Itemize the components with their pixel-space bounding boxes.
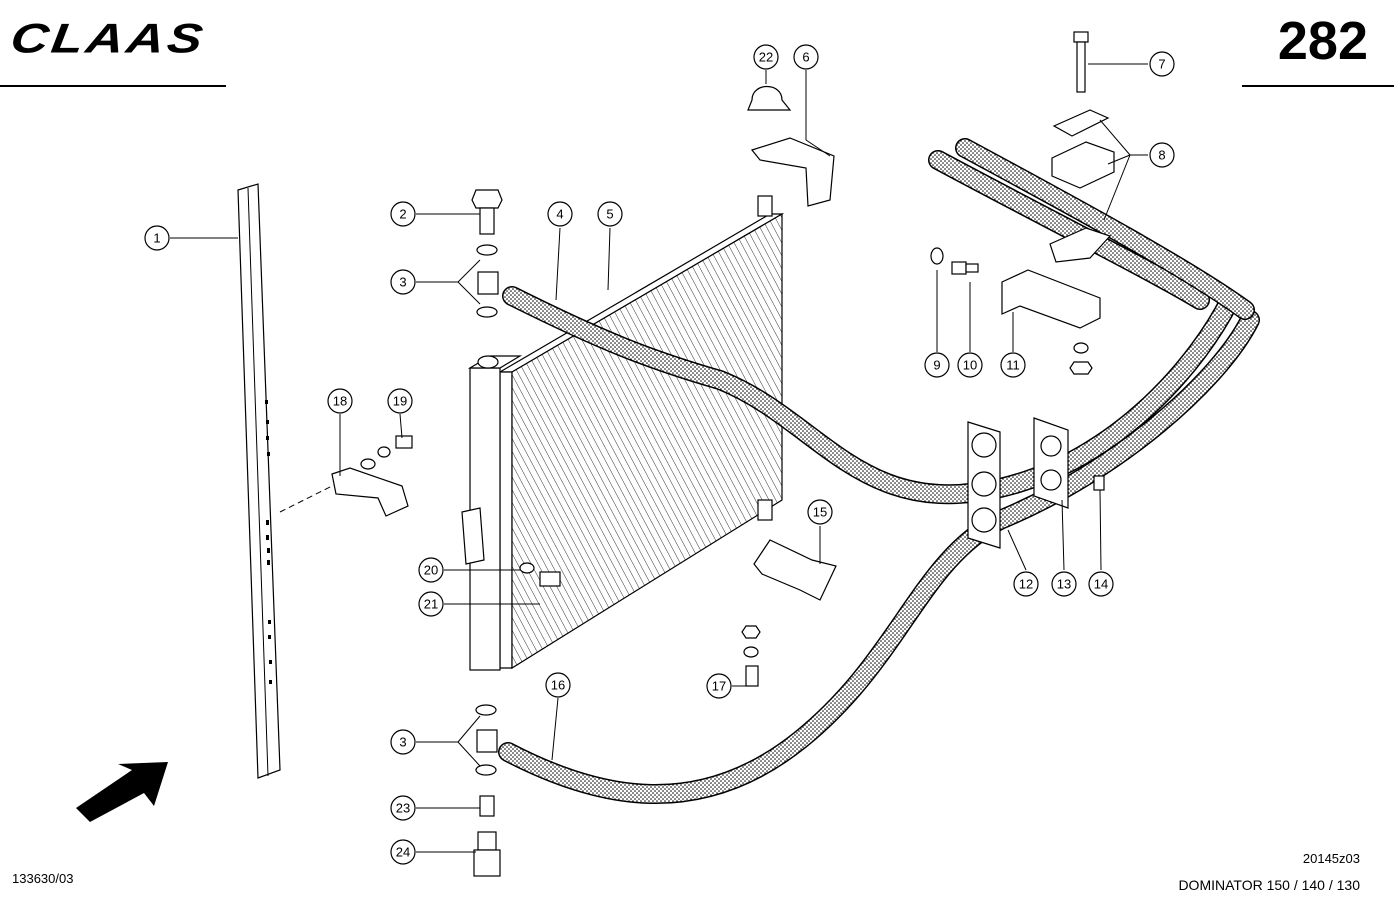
callout-19: 19 (387, 388, 413, 414)
svg-text:10: 10 (963, 358, 977, 373)
part-18-bracket (331, 467, 409, 517)
part-19-screw (395, 435, 413, 449)
part-11-nut (1069, 361, 1093, 375)
callout-8: 8 (1149, 142, 1175, 168)
callout-18: 18 (327, 388, 353, 414)
washer-3b (476, 306, 498, 318)
callout-23: 23 (390, 795, 416, 821)
callout-13: 13 (1051, 571, 1077, 597)
leader-lines (170, 63, 1148, 853)
svg-text:22: 22 (759, 50, 773, 65)
callout-1: 1 (144, 225, 170, 251)
callout-3-top: 3 (390, 269, 416, 295)
callout-12: 12 (1013, 571, 1039, 597)
callout-2: 2 (390, 201, 416, 227)
callout-17: 17 (706, 673, 732, 699)
seal-top (477, 355, 499, 369)
part-1-strip (237, 183, 281, 779)
svg-text:1: 1 (153, 231, 160, 246)
washer-19 (377, 446, 391, 458)
svg-text:13: 13 (1057, 577, 1071, 592)
direction-arrow-icon (76, 762, 168, 822)
part-11-bracket (1001, 269, 1101, 329)
svg-text:12: 12 (1019, 577, 1033, 592)
callout-20: 20 (418, 557, 444, 583)
svg-text:3: 3 (399, 735, 406, 750)
part-12-plate (967, 421, 1001, 549)
part-8-clamp-top (1051, 141, 1115, 189)
svg-text:4: 4 (556, 207, 563, 222)
hose-16 (498, 310, 1260, 805)
part-17-bolt (745, 665, 759, 687)
callout-21: 21 (418, 591, 444, 617)
svg-text:16: 16 (551, 678, 565, 693)
callout-10: 10 (957, 352, 983, 378)
banjo-3c (476, 729, 498, 753)
washer-3a (476, 244, 498, 256)
footer-model: DOMINATOR 150 / 140 / 130 (1178, 877, 1360, 893)
svg-text:7: 7 (1158, 57, 1165, 72)
svg-text:20: 20 (424, 563, 438, 578)
svg-text:17: 17 (712, 679, 726, 694)
nut-18 (360, 458, 376, 470)
part-2-bolt (471, 189, 503, 235)
svg-text:8: 8 (1158, 148, 1165, 163)
callout-15: 15 (807, 499, 833, 525)
svg-text:15: 15 (813, 505, 827, 520)
footer-drawing-code: 20145z03 (1302, 851, 1360, 866)
part-7-bolt (1073, 31, 1089, 93)
washer-17 (743, 646, 759, 658)
part-9-washer (930, 247, 944, 265)
page-number: 282 (1277, 11, 1368, 71)
part-5-radiator (467, 195, 785, 671)
part-8-clamp-bottom (1049, 227, 1112, 263)
part-23-fitting (479, 795, 495, 817)
callout-16: 16 (545, 672, 571, 698)
radiator-side-bracket (461, 507, 485, 565)
callout-4: 4 (547, 201, 573, 227)
part-21-fitting (539, 571, 561, 587)
washer-3d (475, 764, 497, 776)
part-11-washer (1073, 342, 1089, 354)
callout-11: 11 (1000, 352, 1026, 378)
svg-text:9: 9 (933, 358, 940, 373)
part-10-screw (951, 261, 979, 275)
svg-text:2: 2 (399, 207, 406, 222)
callout-6: 6 (793, 44, 819, 70)
svg-text:19: 19 (393, 394, 407, 409)
callout-24: 24 (390, 839, 416, 865)
nut-17 (741, 625, 761, 639)
svg-text:11: 11 (1006, 358, 1020, 373)
callout-7: 7 (1149, 51, 1175, 77)
part-22-clamp (747, 86, 792, 111)
banjo-3a (477, 271, 499, 295)
svg-text:18: 18 (333, 394, 347, 409)
part-24-tap (473, 831, 501, 877)
svg-text:21: 21 (424, 597, 438, 612)
part-14-pin (1093, 475, 1105, 491)
part-15-bracket (753, 539, 837, 601)
part-13-plate (1033, 417, 1069, 509)
part-6-bracket (750, 137, 835, 207)
svg-text:24: 24 (396, 845, 410, 860)
assembly-line-18 (279, 481, 341, 513)
part-8-plate (1052, 109, 1110, 137)
callout-3-bottom: 3 (390, 729, 416, 755)
callout-14: 14 (1088, 571, 1114, 597)
hose-4 (502, 286, 1240, 505)
svg-text:14: 14 (1094, 577, 1108, 592)
svg-text:3: 3 (399, 275, 406, 290)
callout-22: 22 (753, 44, 779, 70)
part-20-washer (519, 562, 535, 574)
callout-5: 5 (597, 201, 623, 227)
svg-text:23: 23 (396, 801, 410, 816)
callout-9: 9 (924, 352, 950, 378)
washer-3c (475, 704, 497, 716)
svg-text:5: 5 (606, 207, 613, 222)
svg-text:6: 6 (802, 50, 809, 65)
footer-left-code: 133630/03 (12, 871, 74, 886)
